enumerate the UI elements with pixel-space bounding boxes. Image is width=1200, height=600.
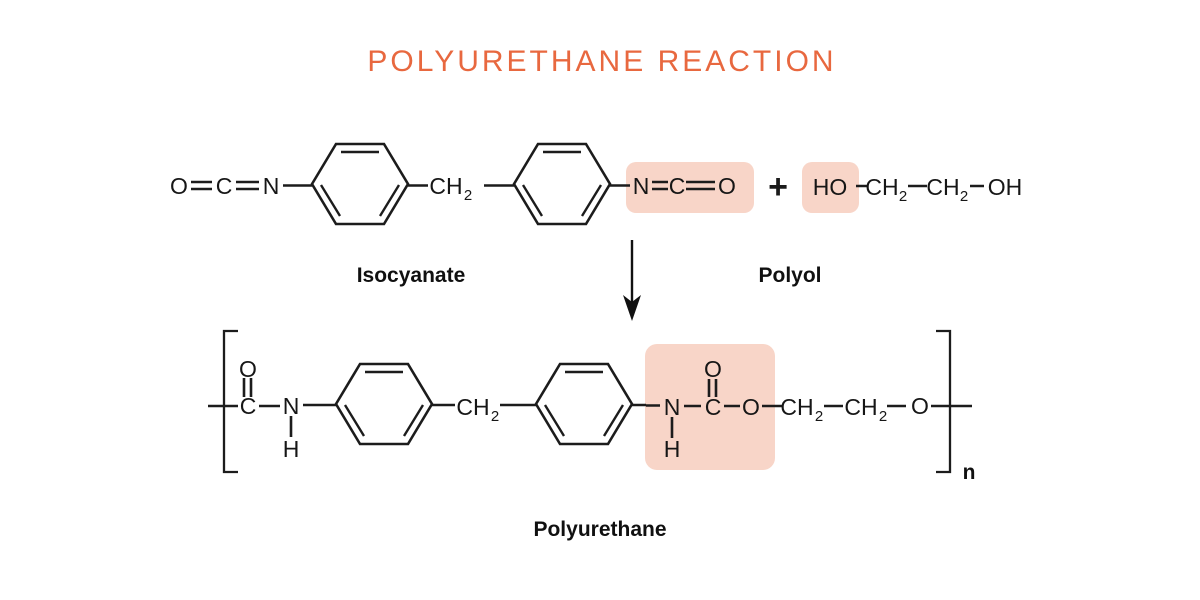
atom-ch2-subscript: 2 xyxy=(815,408,823,425)
repeat-bracket-left xyxy=(222,329,238,474)
urethane-highlight-bonds xyxy=(646,379,772,438)
atom-o-highlight: O xyxy=(718,173,736,199)
atom-h-highlight: H xyxy=(664,436,681,462)
atom-ch2-subscript: 2 xyxy=(464,187,472,204)
polyurethane-bonds xyxy=(208,378,972,437)
atom-ch2: CH xyxy=(780,394,813,420)
atom-n-highlight: N xyxy=(633,173,650,199)
atom-ch2: CH xyxy=(456,394,489,420)
label-isocyanate: Isocyanate xyxy=(357,264,466,287)
atom-o: O xyxy=(170,173,188,199)
repeat-n-subscript: n xyxy=(963,461,976,484)
atom-o-highlight: O xyxy=(742,394,760,420)
isocyanate-bonds xyxy=(191,180,630,191)
atom-c-highlight: C xyxy=(705,394,722,420)
benzene-ring-2 xyxy=(512,142,612,226)
atom-ch2-subscript: 2 xyxy=(491,408,499,425)
atom-n: N xyxy=(283,393,300,419)
atom-c: C xyxy=(216,173,233,199)
plus-sign: + xyxy=(768,168,788,206)
atom-ch2-subscript: 2 xyxy=(879,408,887,425)
atom-oh: OH xyxy=(988,174,1023,200)
atom-o-carbonyl-highlight: O xyxy=(704,356,722,382)
label-polyol: Polyol xyxy=(758,264,821,287)
highlight-nco-group xyxy=(626,162,754,213)
atom-o-carbonyl: O xyxy=(239,356,257,382)
atom-ho-highlight: HO xyxy=(813,174,848,200)
atom-o-chain: O xyxy=(911,393,929,419)
isocyanate-highlight-bonds xyxy=(652,180,715,191)
label-polyurethane: Polyurethane xyxy=(533,518,666,541)
benzene-ring-4 xyxy=(534,362,634,446)
down-arrow-icon xyxy=(623,240,641,321)
atom-c-highlight: C xyxy=(669,173,686,199)
highlight-urethane-group xyxy=(645,344,775,470)
benzene-ring-1 xyxy=(310,142,410,226)
highlight-ho-group xyxy=(802,162,859,213)
benzene-ring-3 xyxy=(334,362,434,446)
atom-ch2-subscript: 2 xyxy=(960,188,968,205)
page-title: POLYURETHANE REACTION xyxy=(367,45,836,78)
atom-ch2: CH xyxy=(926,174,959,200)
atom-ch2: CH xyxy=(844,394,877,420)
atom-ch2: CH xyxy=(429,173,462,199)
atom-c-carbonyl: C xyxy=(240,393,257,419)
atom-h: H xyxy=(283,436,300,462)
atom-n-highlight: N xyxy=(664,394,681,420)
atom-n: N xyxy=(263,173,280,199)
repeat-bracket-right xyxy=(936,329,952,474)
atom-ch2-subscript: 2 xyxy=(899,188,907,205)
atom-ch2: CH xyxy=(865,174,898,200)
